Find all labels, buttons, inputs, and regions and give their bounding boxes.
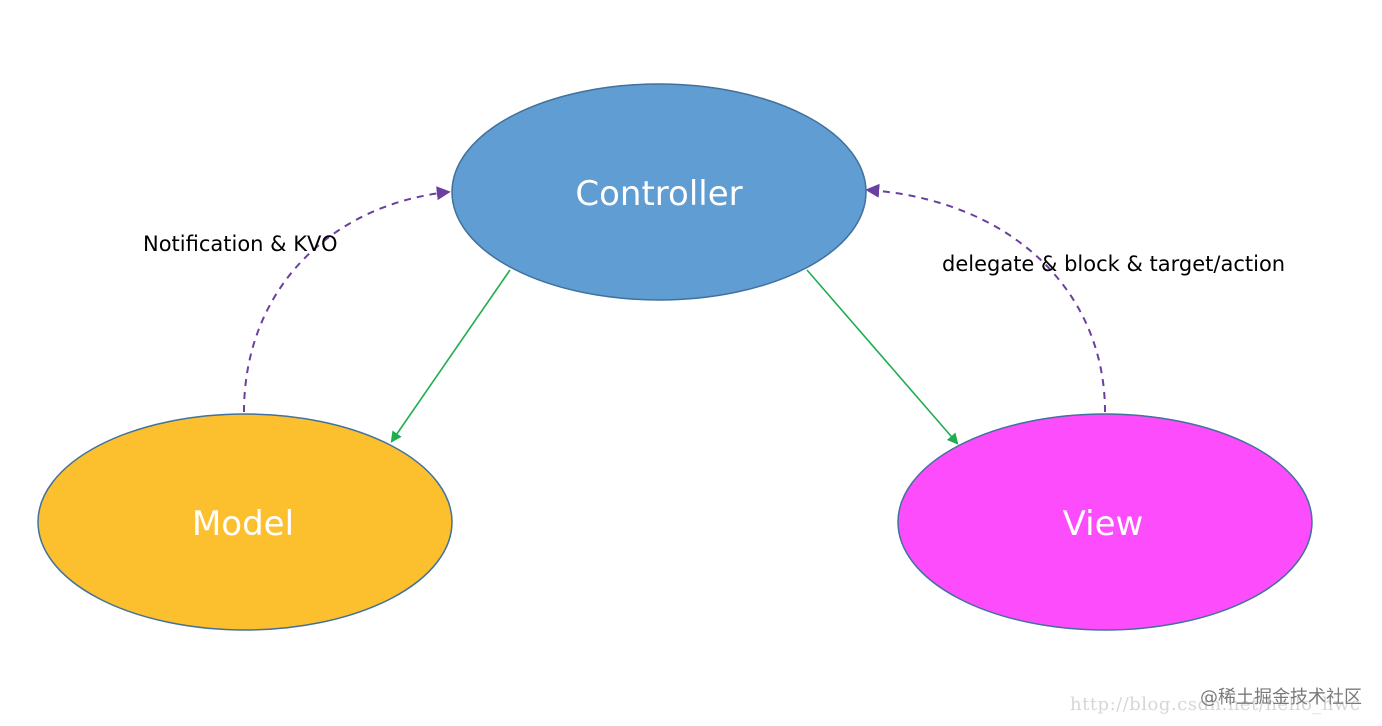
edge-model-to-controller <box>243 186 451 413</box>
watermark-brand: @稀土掘金技术社区 <box>1200 687 1362 708</box>
view-label: View <box>1063 504 1144 544</box>
edge-view-to-controller <box>865 183 1106 413</box>
delegate-block-target-label: delegate & block & target/action <box>942 252 1285 276</box>
notification-kvo-label: Notification & KVO <box>143 232 338 256</box>
view-node: View <box>897 413 1313 631</box>
edge-controller-to-model <box>390 269 511 443</box>
controller-label: Controller <box>575 174 742 214</box>
model-ellipse <box>37 413 453 631</box>
model-node: Model <box>37 413 453 631</box>
controller-ellipse <box>451 83 867 301</box>
view-ellipse <box>897 413 1313 631</box>
model-label: Model <box>192 504 294 544</box>
edge-controller-to-view <box>806 269 959 445</box>
watermark-url: http://blog.csdn.net/hello_hwc <box>1070 694 1361 715</box>
controller-node: Controller <box>451 83 867 301</box>
